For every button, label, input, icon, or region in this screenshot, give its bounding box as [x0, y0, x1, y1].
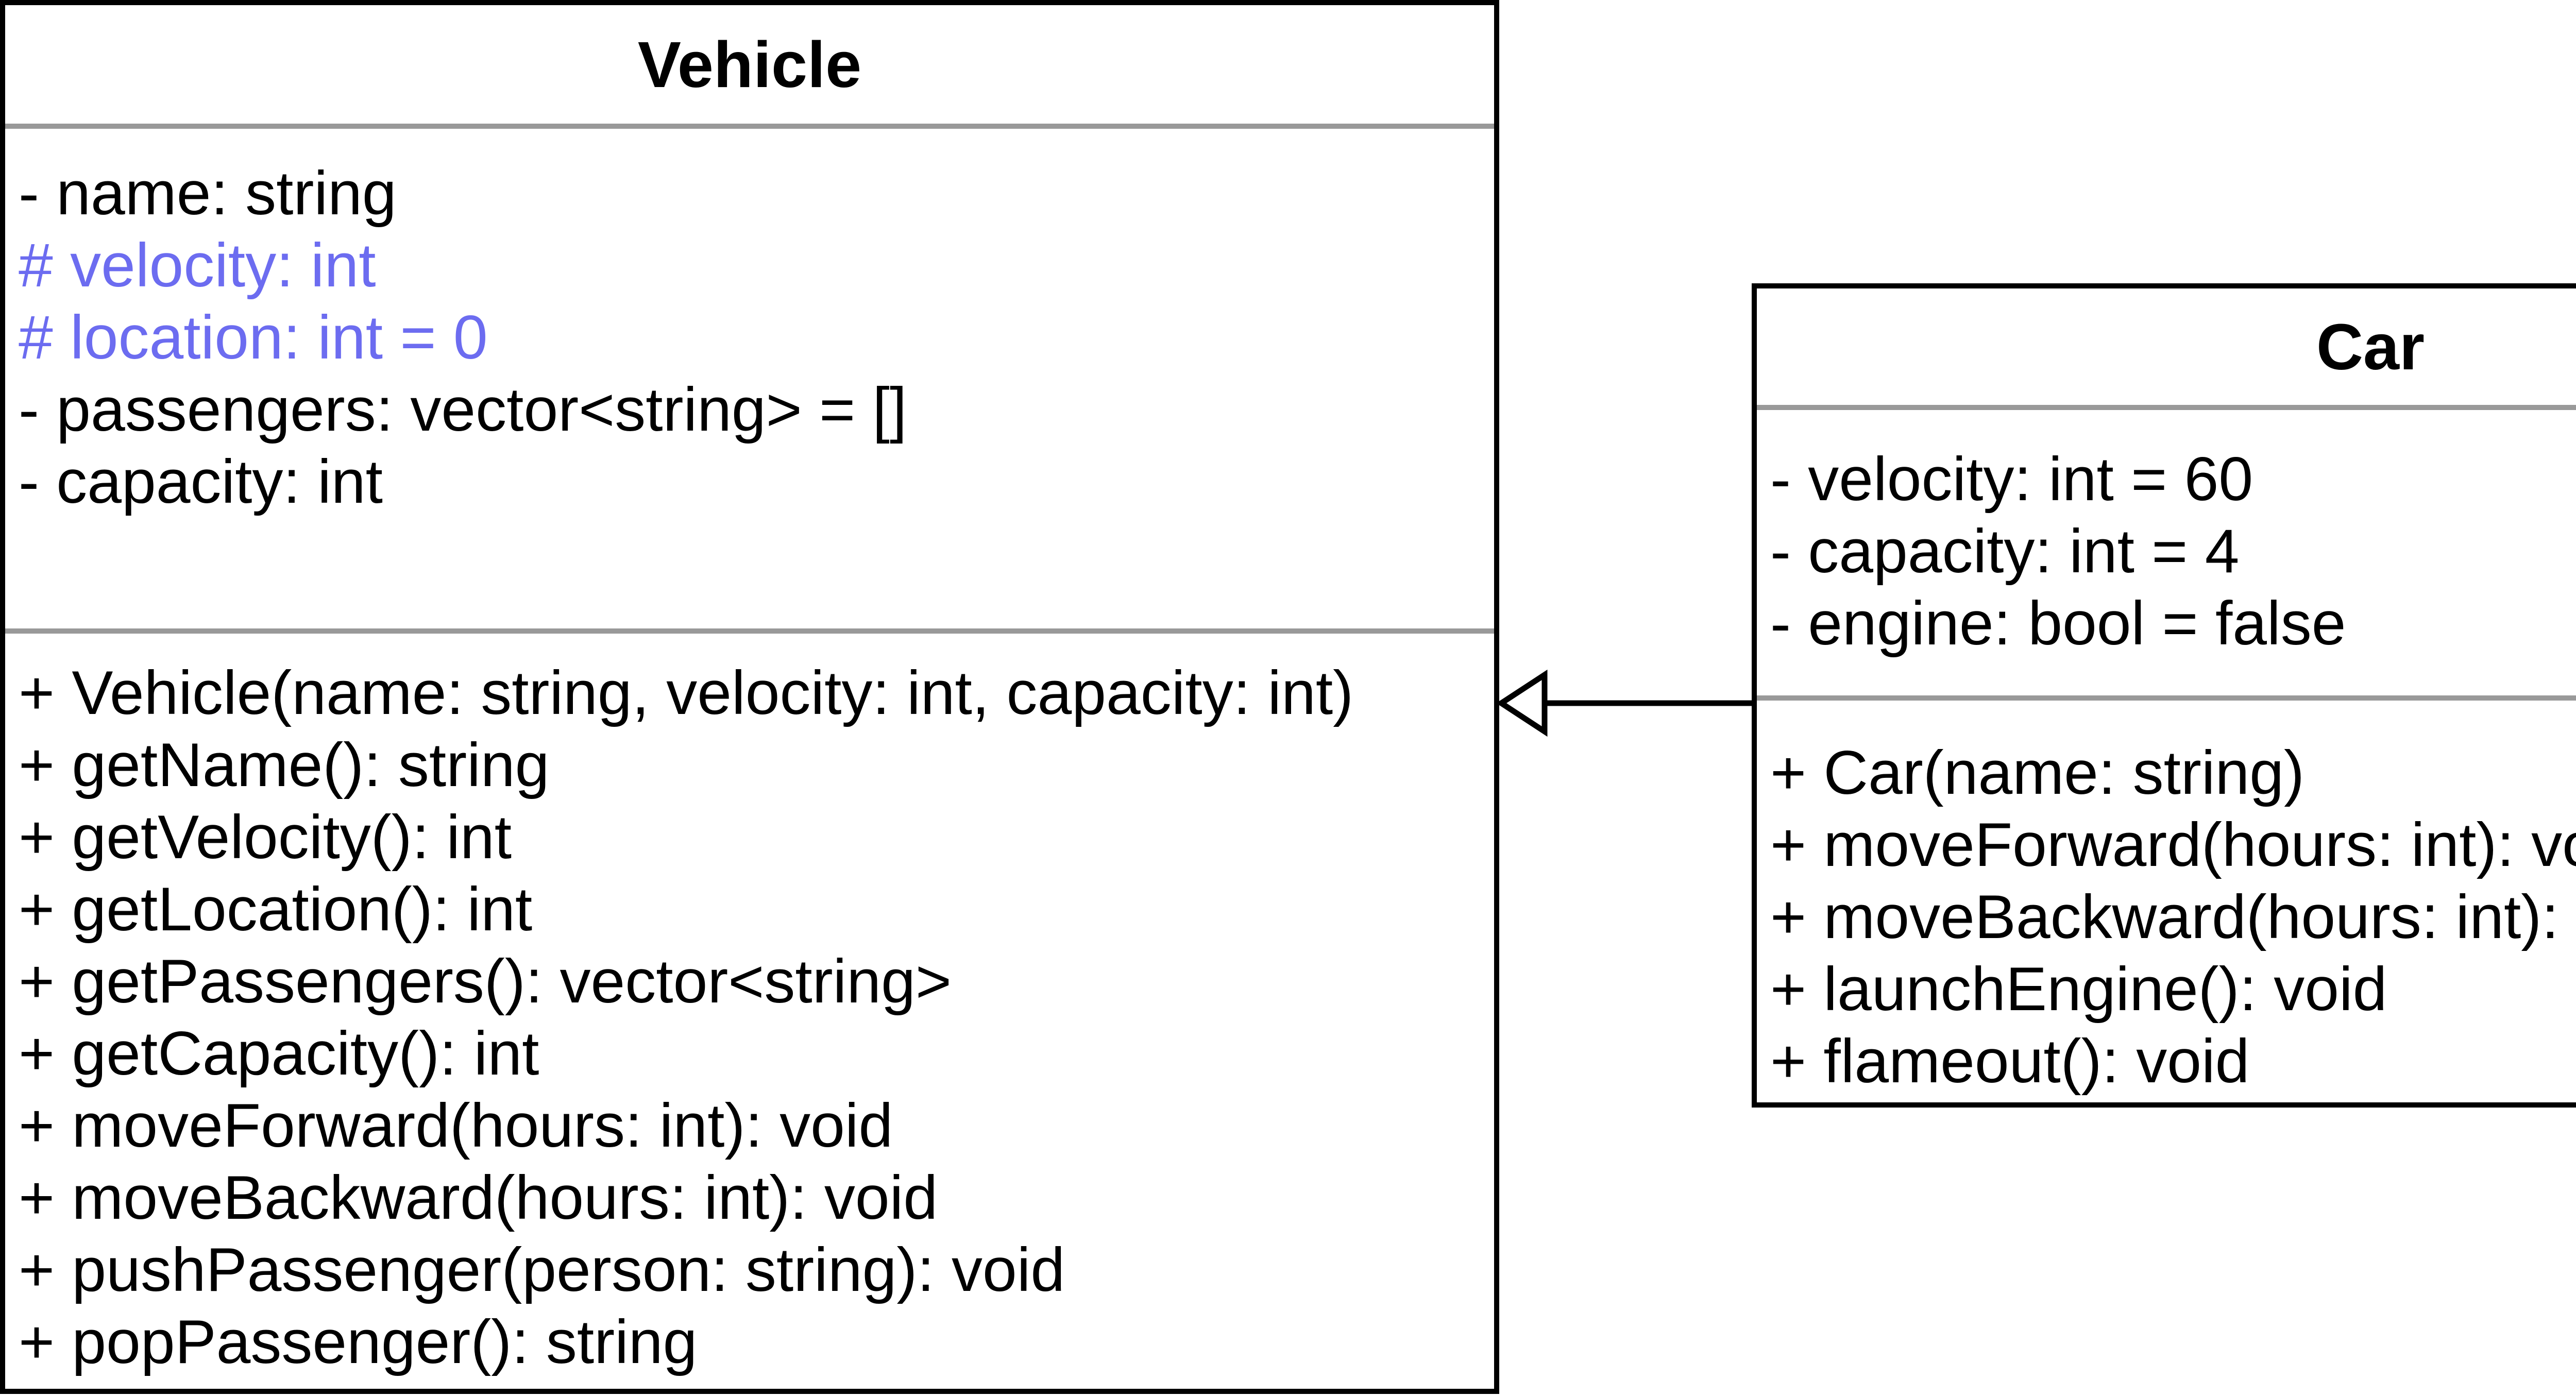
protected-member-line: # velocity: int: [19, 231, 376, 300]
member-line: + popPassenger(): string: [19, 1307, 698, 1376]
member-line: + moveBackward(hours: int): void: [1770, 882, 2576, 951]
member-line: - name: string: [19, 159, 397, 228]
class-title-vehicle: Vehicle: [5, 5, 1494, 129]
member-line: - capacity: int = 4: [1770, 517, 2240, 586]
member-line: + pushPassenger(person: string): void: [19, 1235, 1065, 1304]
car-methods-section: + Car(name: string)+ moveForward(hours: …: [1757, 701, 2576, 1102]
member-line: + getLocation(): int: [19, 875, 533, 944]
vehicle-methods-section: + Vehicle(name: string, velocity: int, c…: [5, 634, 1494, 1389]
member-line: + launchEngine(): void: [1770, 955, 2387, 1024]
member-line: + getName(): string: [19, 730, 550, 799]
class-box-vehicle: Vehicle - name: string# velocity: int# l…: [0, 0, 1499, 1394]
class-box-car: Car - velocity: int = 60- capacity: int …: [1752, 283, 2576, 1108]
member-line: - velocity: int = 60: [1770, 445, 2253, 514]
class-title-car: Car: [1757, 288, 2576, 410]
member-line: - passengers: vector<string> = []: [19, 375, 907, 444]
member-line: + getVelocity(): int: [19, 803, 512, 872]
member-line: + moveBackward(hours: int): void: [19, 1163, 938, 1232]
member-line: - engine: bool = false: [1770, 589, 2346, 658]
member-line: + moveForward(hours: int): void: [19, 1091, 893, 1160]
car-attributes-section: - velocity: int = 60- capacity: int = 4-…: [1757, 410, 2576, 701]
member-line: + flameout(): void: [1770, 1027, 2250, 1096]
member-line: + getCapacity(): int: [19, 1019, 539, 1088]
member-line: + Car(name: string): [1770, 738, 2304, 807]
protected-member-line: # location: int = 0: [19, 303, 488, 372]
vehicle-attributes-section: - name: string# velocity: int# location:…: [5, 129, 1494, 634]
member-line: + Vehicle(name: string, velocity: int, c…: [19, 658, 1354, 727]
inheritance-arrow: [1496, 669, 1754, 737]
member-line: - capacity: int: [19, 447, 383, 516]
hollow-triangle-arrowhead: [1496, 669, 1548, 737]
member-line: + moveForward(hours: int): void: [1770, 810, 2576, 879]
member-line: + getPassengers(): vector<string>: [19, 947, 952, 1016]
